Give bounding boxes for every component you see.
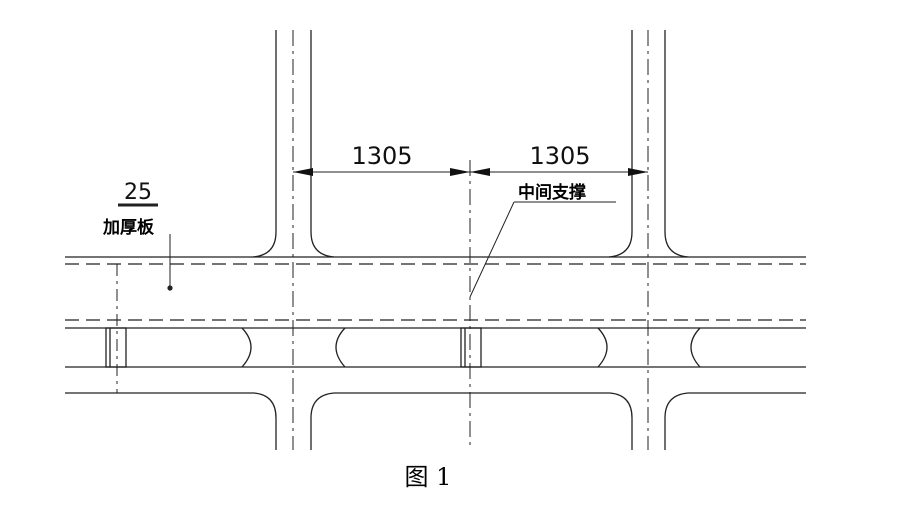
middle-support-leader — [469, 201, 616, 298]
stiffener-plates — [105, 327, 482, 368]
middle-support-label: 中间支撑 — [518, 182, 586, 203]
figure-caption: 图 1 — [405, 463, 452, 491]
bottom-wall-outline — [65, 392, 806, 450]
right-vertical-wall — [608, 30, 689, 450]
leader-dot — [167, 285, 173, 291]
horizontal-beam — [65, 256, 806, 368]
arc-cutouts — [241, 327, 701, 368]
thickness-label: 25 — [124, 180, 152, 205]
dimension-line — [293, 168, 648, 176]
dimension-left-label: 1305 — [351, 142, 412, 170]
dimension-right-label: 1305 — [529, 142, 590, 170]
thickened-plate-label: 加厚板 — [102, 217, 155, 238]
left-vertical-wall — [252, 30, 335, 450]
